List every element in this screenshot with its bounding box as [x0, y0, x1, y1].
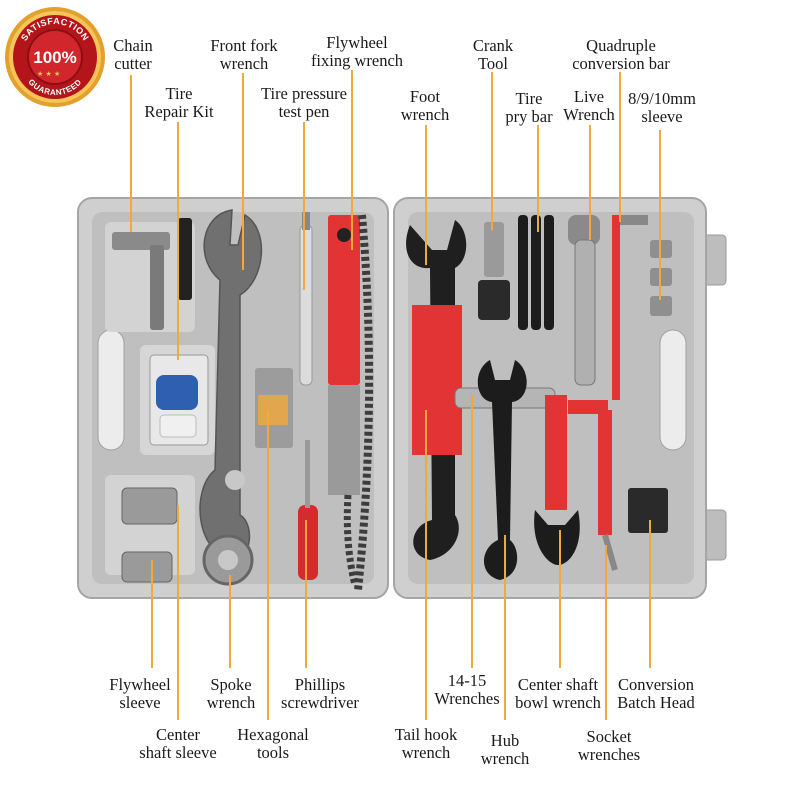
badge-center-text: 100%	[33, 48, 76, 67]
tire-pry-bar	[518, 215, 554, 330]
tire-repair-kit	[149, 354, 209, 446]
center-shaft-bowl-wrench	[534, 395, 580, 565]
flywheel-sleeve	[121, 551, 173, 583]
live-wrench	[568, 215, 600, 386]
conversion-batch-head	[628, 488, 668, 533]
phillips-screwdriver	[298, 440, 318, 580]
leader-lines	[130, 70, 661, 720]
tire-pressure-test-pen	[299, 212, 313, 386]
foot-wrench	[406, 220, 467, 560]
quadruple-conversion-bar	[612, 215, 648, 400]
crank-tool	[478, 222, 510, 320]
socket-wrenches	[568, 400, 618, 571]
hub-wrench	[477, 360, 527, 580]
chain-cutter	[112, 218, 192, 330]
center-shaft-sleeve	[121, 487, 178, 525]
hexagonal-tools	[255, 368, 293, 448]
flywheel-fixing-wrench	[328, 214, 374, 591]
satisfaction-badge: SATISFACTION GUARANTEED 100% ★ ★ ★	[5, 7, 105, 107]
spoke-wrench	[202, 534, 254, 586]
svg-text:★ ★ ★: ★ ★ ★	[37, 70, 60, 78]
